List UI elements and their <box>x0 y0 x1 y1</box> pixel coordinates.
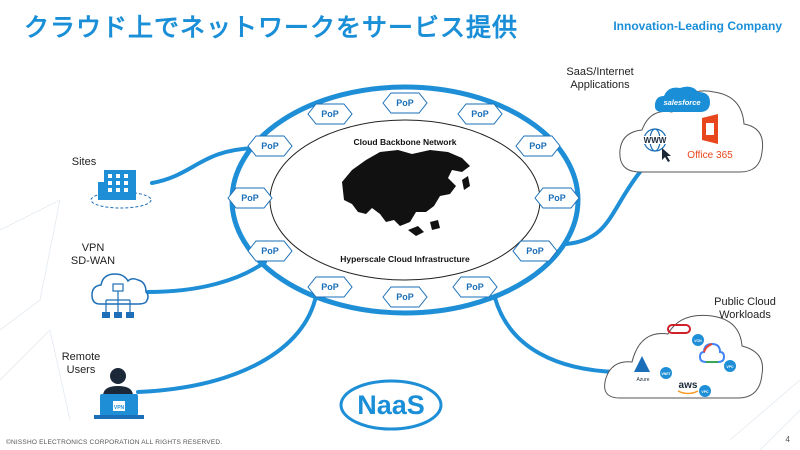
vcn-badge-icon <box>692 334 704 346</box>
pop-label: PoP <box>321 282 339 292</box>
saas-label: SaaS/Internet Applications <box>555 66 645 92</box>
pop-node: PoP <box>382 92 428 114</box>
azure-icon <box>634 356 650 372</box>
vpn-text: VPN <box>81 242 105 254</box>
pop-label: PoP <box>471 109 489 119</box>
pop-node: PoP <box>512 240 558 262</box>
public-line2: Workloads <box>719 309 771 321</box>
oracle-icon <box>667 324 691 334</box>
pop-node: PoP <box>307 276 353 298</box>
remote-user-icon: VPN <box>94 368 144 419</box>
saas-connector <box>564 170 642 246</box>
salesforce-cloud-icon <box>654 86 710 112</box>
ring-bottom-label: Hyperscale Cloud Infrastructure <box>340 254 470 264</box>
pop-label: PoP <box>526 246 544 256</box>
pop-label: PoP <box>529 141 547 151</box>
asia-map-icon <box>342 150 470 236</box>
remote-connector <box>136 298 317 394</box>
vnet-badge-icon <box>660 367 672 379</box>
aws-smile-icon <box>677 390 699 395</box>
vpc-label: VPC <box>726 365 734 369</box>
vnet-label: VNET <box>661 372 671 376</box>
pop-nodes: PoP PoP PoP PoP PoP PoP PoP PoP PoP PoP … <box>227 92 580 308</box>
pop-label: PoP <box>396 292 414 302</box>
vpc-badge-icon <box>699 385 711 397</box>
saas-line2: Applications <box>570 79 630 91</box>
brand-tagline: Innovation-Leading Company <box>613 19 782 33</box>
remote-users-label: Remote Users <box>56 351 106 377</box>
pop-label: PoP <box>321 109 339 119</box>
vpn-laptop-label: VPN <box>114 405 125 411</box>
azure-label: Azure <box>636 377 649 383</box>
pop-label: PoP <box>241 193 259 203</box>
pop-node: PoP <box>307 103 353 125</box>
background-decoration <box>0 199 800 450</box>
vpc-badge-icon <box>724 360 736 372</box>
aws-label: aws <box>679 380 698 391</box>
copyright-footer: ©NISSHO ELECTRONICS CORPORATION ALL RIGH… <box>6 439 223 446</box>
page-title: クラウド上でネットワークをサービス提供 <box>24 13 519 42</box>
office-365-label: Office 365 <box>687 150 733 161</box>
gcp-icon <box>698 342 726 363</box>
pop-label: PoP <box>548 193 566 203</box>
pop-node: PoP <box>247 240 293 262</box>
pop-label: PoP <box>466 282 484 292</box>
public-connector <box>493 296 618 374</box>
pop-node: PoP <box>457 103 503 125</box>
connectors <box>136 146 642 394</box>
pop-node: PoP <box>534 187 580 209</box>
saas-line1: SaaS/Internet <box>566 66 634 78</box>
public-cloud: VCN Azure VNET VPC aws VPC <box>604 314 764 399</box>
users-text: Users <box>66 364 96 376</box>
saas-cloud: salesforce WWW Office 365 <box>619 86 764 173</box>
pop-node: PoP <box>515 135 561 157</box>
naas-label: NaaS <box>357 390 425 420</box>
vpc-label: VPC <box>701 390 709 394</box>
page-number: 4 <box>785 435 790 444</box>
pop-label: PoP <box>396 98 414 108</box>
cursor-icon <box>662 148 671 162</box>
sd-wan-cloud-icon <box>91 273 149 318</box>
sites-text: Sites <box>71 156 97 168</box>
vpn-connector <box>146 260 267 294</box>
pop-node: PoP <box>382 286 428 308</box>
pop-node: PoP <box>247 135 293 157</box>
vpn-sdwan-label: VPN SD-WAN <box>68 242 118 268</box>
naas-badge: NaaS <box>339 379 443 431</box>
vcn-label: VCN <box>694 339 702 343</box>
remote-text: Remote <box>61 351 101 363</box>
sdwan-text: SD-WAN <box>70 255 116 267</box>
sites-label: Sites <box>64 156 104 169</box>
ring-top-label: Cloud Backbone Network <box>354 137 457 147</box>
pop-node: PoP <box>227 187 273 209</box>
pop-label: PoP <box>261 141 279 151</box>
office-365-icon <box>702 114 718 144</box>
pop-label: PoP <box>261 246 279 256</box>
pop-node: PoP <box>452 276 498 298</box>
public-cloud-label: Public Cloud Workloads <box>705 296 785 322</box>
building-icon <box>90 170 152 209</box>
sites-connector <box>150 146 257 185</box>
www-label: WWW <box>644 136 667 145</box>
salesforce-label: salesforce <box>663 98 700 107</box>
public-line1: Public Cloud <box>714 296 776 308</box>
